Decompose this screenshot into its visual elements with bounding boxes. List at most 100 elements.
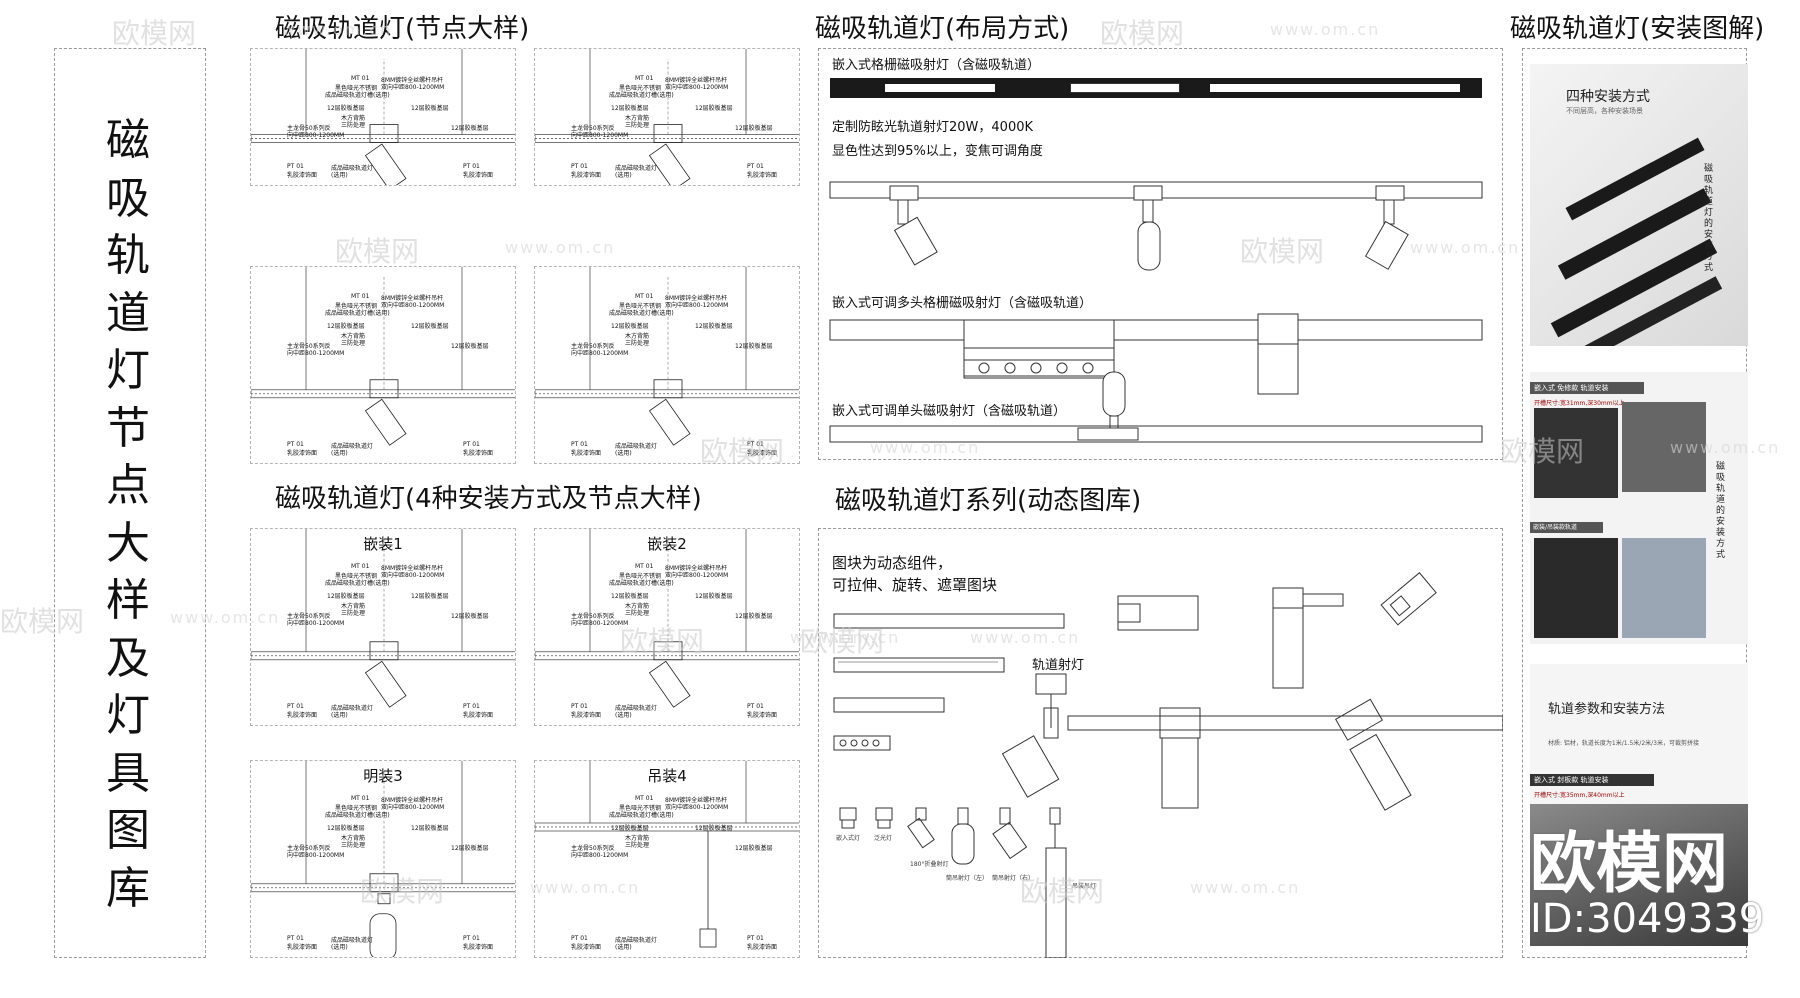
- svg-text:泛光灯: 泛光灯: [874, 834, 892, 842]
- node-label-fire: 三防处理: [625, 842, 650, 849]
- node-label-opt: (选用): [615, 172, 632, 179]
- series-section-title: 磁吸轨道灯系列(动态图库): [835, 486, 1142, 516]
- install-type-title: 明装3: [363, 767, 403, 785]
- node-label-board-right: 12层胶板基层: [411, 593, 449, 600]
- node-label-paint-right: 乳胶漆饰面: [747, 450, 778, 457]
- node-label-pt-right: PT 01: [747, 703, 764, 710]
- node-label-opt: (选用): [331, 450, 348, 457]
- layout-drawings: [829, 181, 1483, 443]
- node-label-keel: 主龙骨50系列反: [571, 343, 615, 350]
- node-label-paint-left: 乳胶漆饰面: [571, 172, 602, 179]
- node-label-board: 12层胶板基层: [327, 105, 365, 112]
- install-photo-2: 嵌入式 免修款 轨道安装 开槽尺寸:宽31mm,深30mm以上 嵌装/吊装款轨道…: [1530, 372, 1748, 644]
- node-label-fire: 三防处理: [341, 842, 366, 849]
- node-label-black: 黑色哑光不锈钢: [335, 573, 378, 580]
- brand-watermark: 欧模网: [1100, 17, 1185, 50]
- node-label-wood: 木方背筋: [625, 115, 650, 122]
- node-label-paint-left: 乳胶漆饰面: [287, 712, 318, 719]
- node-label-board-far: 12层胶板基层: [451, 343, 489, 350]
- sealed-label: 嵌入式 封板款 轨道安装: [1530, 774, 1654, 786]
- node-label-board-right: 12层胶板基层: [695, 105, 733, 112]
- node-label-board-far: 12层胶板基层: [735, 613, 773, 620]
- node-label-board-right: 12层胶板基层: [695, 323, 733, 330]
- node-label-board-far: 12层胶板基层: [451, 613, 489, 620]
- node-label-pt-right: PT 01: [463, 441, 480, 448]
- node-label-mt: MT 01: [351, 293, 370, 300]
- node-label-rod: 8MM镀锌全丝螺杆吊杆: [665, 77, 728, 84]
- node-label-lamp: 成品磁吸轨道灯: [331, 937, 374, 944]
- brand-watermark: 欧模网: [112, 17, 197, 50]
- install-photo-1: 四种安装方式 不同层高，各种安装场景 磁吸轨道灯的安装方式: [1530, 64, 1748, 346]
- svg-text:嵌入式灯: 嵌入式灯: [836, 834, 860, 842]
- node-label-paint-right: 乳胶漆饰面: [463, 712, 494, 719]
- node-label-wood: 木方背筋: [625, 835, 650, 842]
- node-label-rod: 8MM镀锌全丝螺杆吊杆: [665, 797, 728, 804]
- node-label-wood: 木方背筋: [341, 603, 366, 610]
- node-label-board-far: 12层胶板基层: [451, 845, 489, 852]
- node-label-keel2: 向中距800-1200MM: [287, 852, 345, 859]
- svg-text:筒吊射灯（右）: 筒吊射灯（右）: [992, 874, 1034, 882]
- node-label-keel: 主龙骨50系列反: [571, 125, 615, 132]
- node-label-opt: (选用): [331, 944, 348, 951]
- install-photo-3: 轨道参数和安装方法 材质: 铝材，轨道长度为1米/1.5米/2米/3米，可裁剪拼…: [1530, 664, 1748, 946]
- node-label-paint-right: 乳胶漆饰面: [747, 172, 778, 179]
- four-ways-label: 四种安装方式: [1566, 89, 1650, 105]
- open-size-label-2: 开槽尺寸:宽35mm,深40mm以上: [1534, 792, 1625, 799]
- node-label-rod: 8MM镀锌全丝螺杆吊杆: [381, 77, 444, 84]
- node-label-board-right: 12层胶板基层: [411, 105, 449, 112]
- install-section-title: 磁吸轨道灯(安装图解): [1510, 14, 1765, 44]
- node-label-mt: MT 01: [351, 75, 370, 82]
- series-drawings: 嵌入式灯泛光灯 180°折叠射灯筒吊射灯（左） 筒吊射灯（右）吊装吊灯: [833, 572, 1503, 958]
- node-label-track: 成品磁吸轨道灯槽(选用): [609, 812, 674, 819]
- node-label-keel2: 向中距800-1200MM: [571, 852, 629, 859]
- node-label-spacing: 双向中距800-1200MM: [381, 572, 445, 579]
- node-label-keel2: 向中距800-1200MM: [287, 132, 345, 139]
- main-title: 磁吸轨道灯节点大样及灯具图库: [106, 115, 150, 914]
- node-label-board-right: 12层胶板基层: [695, 593, 733, 600]
- node-label-keel: 主龙骨50系列反: [571, 613, 615, 620]
- node-label-keel: 主龙骨50系列反: [287, 125, 331, 132]
- install-side-label-1: 磁吸轨道灯的安装方式: [1704, 164, 1714, 273]
- node-label-spacing: 双向中距800-1200MM: [665, 84, 729, 91]
- brand-watermark: 欧模网: [335, 235, 420, 268]
- node-label-keel2: 向中距800-1200MM: [571, 620, 629, 627]
- node-label-keel2: 向中距800-1200MM: [287, 620, 345, 627]
- node-label-board: 12层胶板基层: [611, 105, 649, 112]
- node-label-board-right: 12层胶板基层: [695, 825, 733, 832]
- node-label-pt-left: PT 01: [571, 441, 588, 448]
- node-label-pt-right: PT 01: [747, 441, 764, 448]
- node-label-opt: (选用): [615, 944, 632, 951]
- node-label-pt-right: PT 01: [747, 163, 764, 170]
- node-label-wood: 木方背筋: [341, 115, 366, 122]
- node-label-board: 12层胶板基层: [611, 323, 649, 330]
- node-label-track: 成品磁吸轨道灯槽(选用): [609, 580, 674, 587]
- node-label-mt: MT 01: [351, 795, 370, 802]
- node-label-mt: MT 01: [635, 75, 654, 82]
- node-label-rod: 8MM镀锌全丝螺杆吊杆: [665, 565, 728, 572]
- node-label-lamp: 成品磁吸轨道灯: [615, 705, 658, 712]
- node-label-pt-left: PT 01: [287, 163, 304, 170]
- node-label-keel2: 向中距800-1200MM: [571, 132, 629, 139]
- layout-label-3: 嵌入式可调多头格栅磁吸射灯（含磁吸轨道）: [832, 296, 1093, 311]
- install-type-title: 嵌装1: [363, 535, 403, 553]
- node-label-pt-left: PT 01: [287, 441, 304, 448]
- nodes-section-title: 磁吸轨道灯(节点大样): [275, 14, 530, 44]
- node-label-track: 成品磁吸轨道灯槽(选用): [325, 92, 390, 99]
- node-label-board-far: 12层胶板基层: [735, 845, 773, 852]
- title-frame: [54, 48, 206, 958]
- node-label-rod: 8MM镀锌全丝螺杆吊杆: [381, 295, 444, 302]
- node-label-black: 黑色哑光不锈钢: [619, 805, 662, 812]
- node-label-keel: 主龙骨50系列反: [287, 613, 331, 620]
- node-label-fire: 三防处理: [625, 122, 650, 129]
- node-label-wood: 木方背筋: [625, 603, 650, 610]
- embedded-label: 嵌入式 免修款 轨道安装: [1530, 382, 1644, 394]
- layout-label-2b: 显色性达到95%以上，变焦可调角度: [832, 144, 1043, 159]
- series-frame: [818, 528, 1503, 958]
- node-label-pt-left: PT 01: [571, 163, 588, 170]
- node-label-fire: 三防处理: [625, 340, 650, 347]
- node-label-lamp: 成品磁吸轨道灯: [615, 937, 658, 944]
- brand-watermark-large: 欧模网: [1530, 825, 1728, 902]
- node-label-paint-right: 乳胶漆饰面: [463, 172, 494, 179]
- node-label-black: 黑色哑光不锈钢: [619, 85, 662, 92]
